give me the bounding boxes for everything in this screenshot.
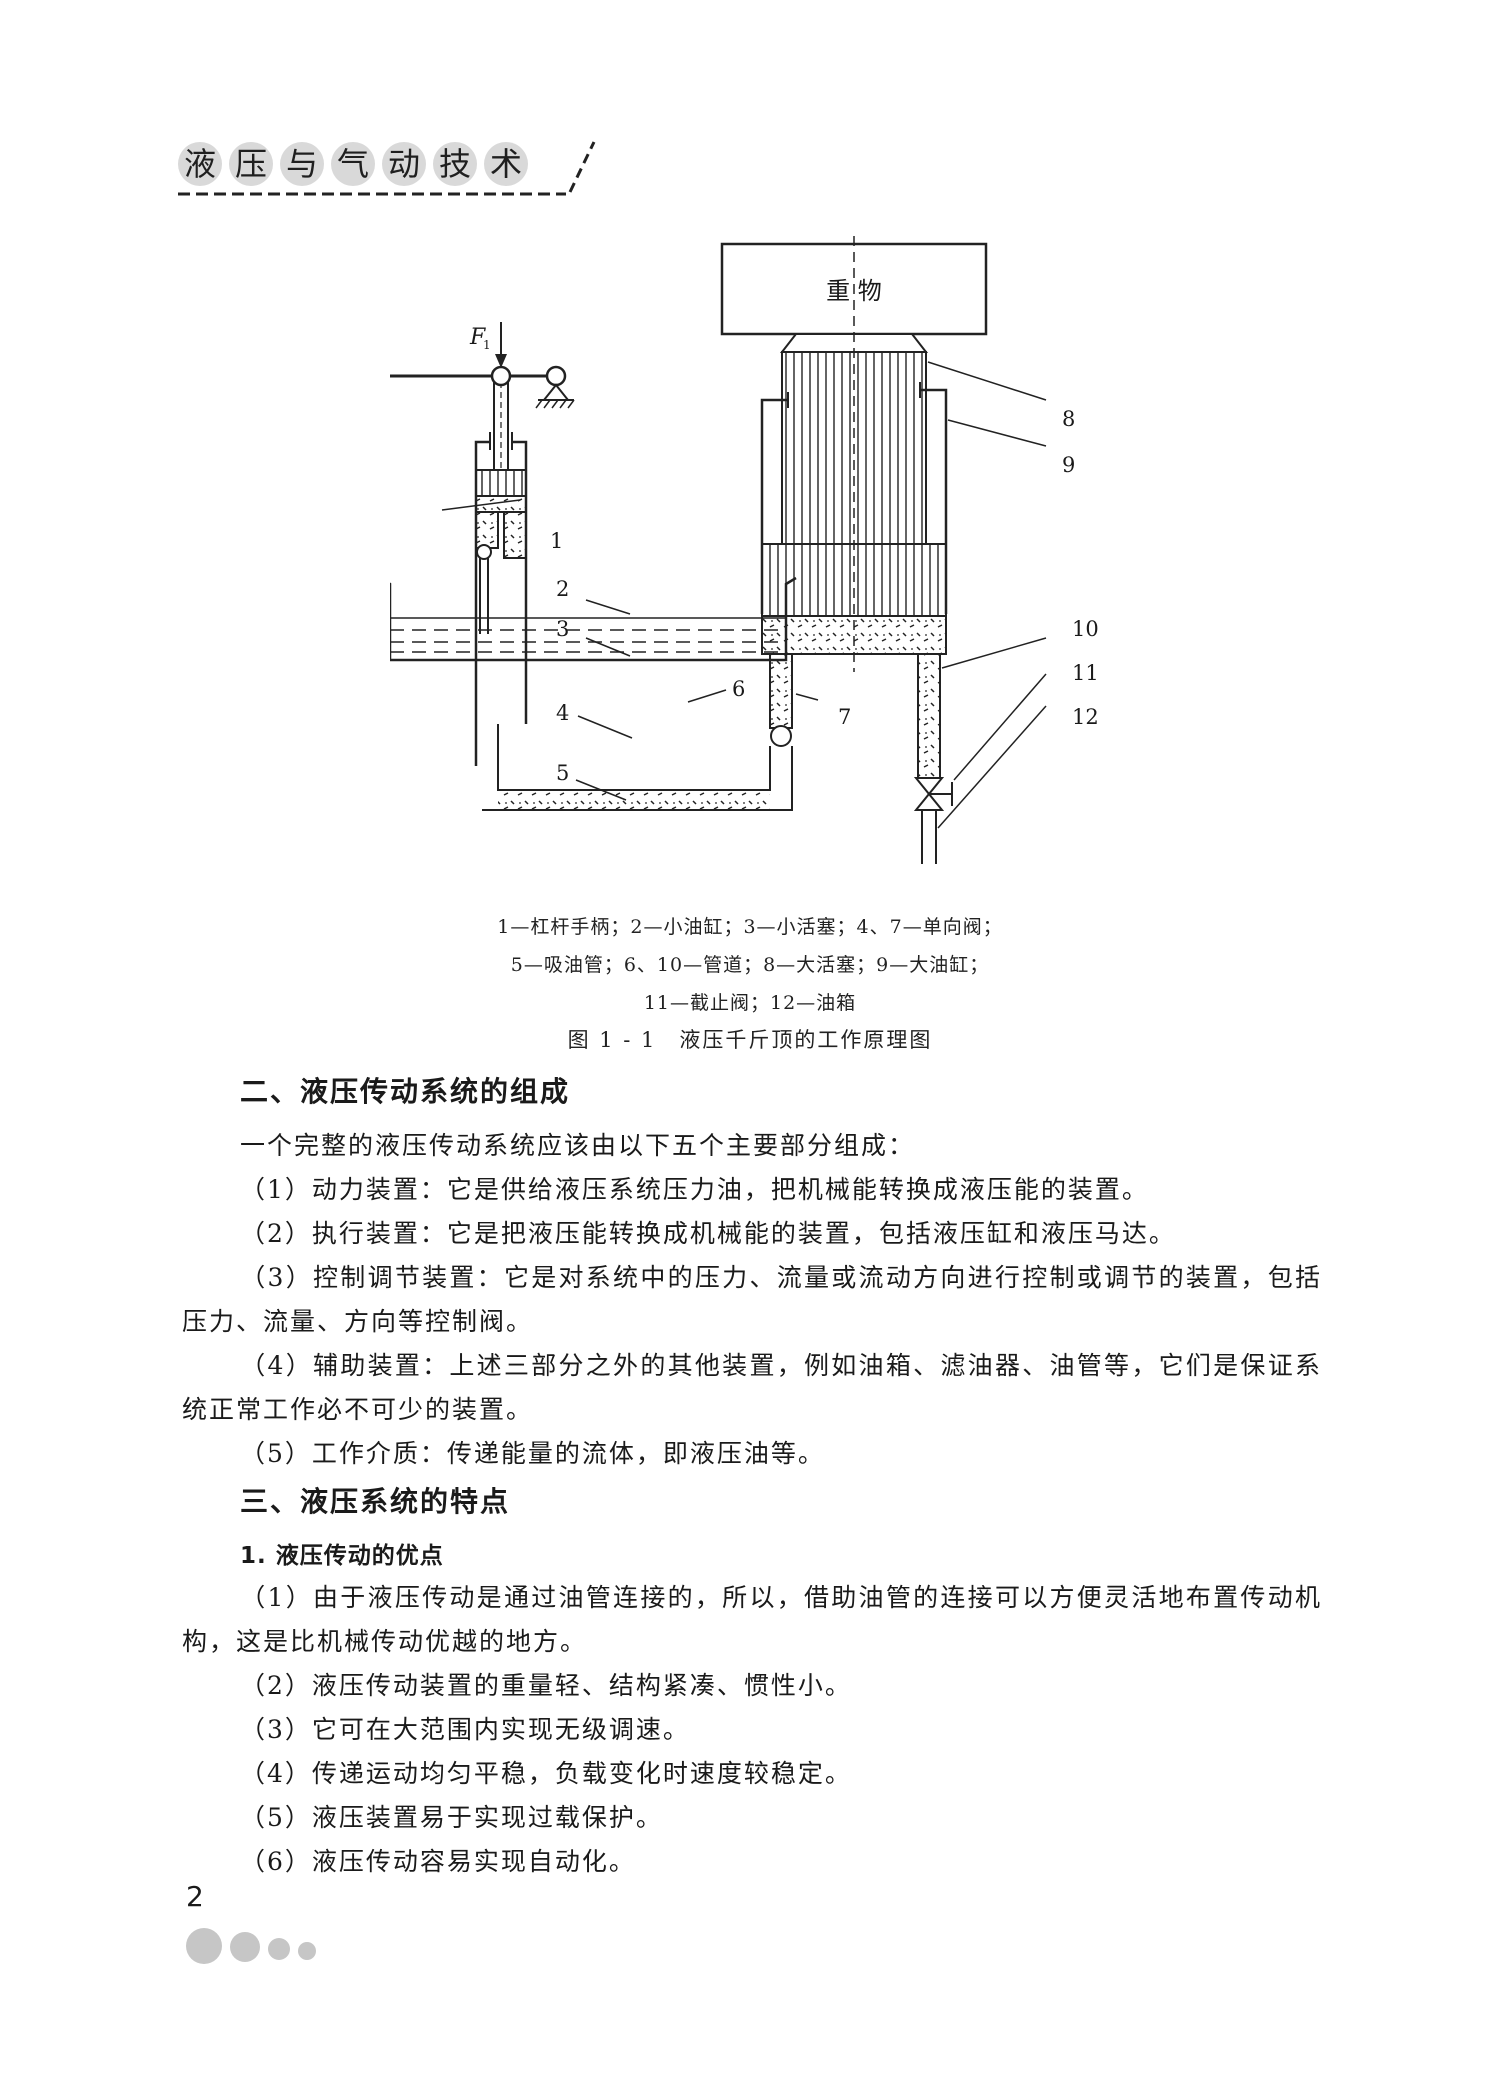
paragraph: （3）控制调节装置：它是对系统中的压力、流量或流动方向进行控制或调节的装置，包括… <box>182 1256 1322 1344</box>
book-title-char: 液 <box>178 142 222 186</box>
figure-legend-line: 1—杠杆手柄；2—小油缸；3—小活塞；4、7—单向阀； <box>497 916 1003 938</box>
paragraph-text: （2）执行装置：它是把液压能转换成机械能的装置，包括液压缸和液压马达。 <box>240 1219 1176 1248</box>
paragraph: （6）液压传动容易实现自动化。 <box>182 1840 1322 1884</box>
callout-3: 3 <box>556 617 569 641</box>
stop-valve-11 <box>913 777 945 796</box>
check-valve-4 <box>476 544 492 560</box>
paragraph: （4）传递运动均匀平稳，负载变化时速度较稳定。 <box>182 1752 1322 1796</box>
paragraph: （4）辅助装置：上述三部分之外的其他装置，例如油箱、滤油器、油管等，它们是保证系… <box>182 1344 1322 1432</box>
callout-9: 9 <box>1062 453 1075 477</box>
paragraph-text: （4）传递运动均匀平稳，负载变化时速度较稳定。 <box>240 1759 852 1788</box>
callout-11: 11 <box>1072 661 1099 685</box>
section-heading: 三、液压系统的特点 <box>240 1485 511 1518</box>
hydraulic-jack-figure: 重 物 <box>390 232 1110 892</box>
force-f1-label: F <box>469 325 486 350</box>
paragraph: （5）工作介质：传递能量的流体，即液压油等。 <box>182 1432 1322 1476</box>
paragraph: （2）液压传动装置的重量轻、结构紧凑、惯性小。 <box>182 1664 1322 1708</box>
subsection-heading: 1. 液压传动的优点 <box>240 1543 444 1569</box>
paragraph-text: （1）由于液压传动是通过油管连接的，所以，借助油管的连接可以方便灵活地布置传动机… <box>182 1583 1322 1656</box>
paragraph-text: （1）动力装置：它是供给液压系统压力油，把机械能转换成液压能的装置。 <box>240 1175 1149 1204</box>
small-cylinder-wall-left <box>474 440 490 766</box>
check-valve-7 <box>770 725 792 747</box>
callout-1: 1 <box>550 529 563 553</box>
paragraph-text: （5）液压装置易于实现过载保护。 <box>240 1803 663 1832</box>
book-title-char: 气 <box>331 142 375 186</box>
book-title-char: 术 <box>484 142 528 186</box>
paragraph: （1）由于液压传动是通过油管连接的，所以，借助油管的连接可以方便灵活地布置传动机… <box>182 1576 1322 1664</box>
paragraph: 一个完整的液压传动系统应该由以下五个主要部分组成： <box>182 1124 1322 1168</box>
paragraph-text: （6）液压传动容易实现自动化。 <box>240 1847 636 1876</box>
footer-dots-decoration <box>186 1924 326 1968</box>
figure-caption: 图 1 - 1 液压千斤顶的工作原理图 <box>567 1028 933 1052</box>
paragraph-text: （3）控制调节装置：它是对系统中的压力、流量或流动方向进行控制或调节的装置，包括… <box>182 1263 1322 1336</box>
callout-6: 6 <box>732 677 745 701</box>
book-title-char: 动 <box>382 142 426 186</box>
figure-callouts: 1 2 3 4 5 6 7 8 9 10 11 12 <box>441 407 1099 801</box>
callout-2: 2 <box>556 577 569 601</box>
paragraph-text: （5）工作介质：传递能量的流体，即液压油等。 <box>240 1439 825 1468</box>
force-f1-subscript: 1 <box>483 338 491 352</box>
paragraph-text: 一个完整的液压传动系统应该由以下五个主要部分组成： <box>240 1131 916 1160</box>
oil-tank <box>390 576 797 662</box>
callout-12: 12 <box>1072 705 1099 729</box>
header-dashed-line <box>178 141 596 196</box>
callout-8: 8 <box>1062 407 1075 431</box>
callout-4: 4 <box>556 701 569 725</box>
section-heading: 二、液压传动系统的组成 <box>240 1075 571 1108</box>
paragraph-text: （2）液压传动装置的重量轻、结构紧凑、惯性小。 <box>240 1671 852 1700</box>
book-title-char: 技 <box>433 142 477 186</box>
hydraulic-jack-diagram: 重 物 <box>390 236 1047 864</box>
figure-legend-line: 5—吸油管；6、10—管道；8—大活塞；9—大油缸； <box>510 954 990 976</box>
book-title-char: 压 <box>229 142 273 186</box>
paragraph: （2）执行装置：它是把液压能转换成机械能的装置，包括液压缸和液压马达。 <box>182 1212 1322 1256</box>
running-header: 液 压 与 气 动 技 术 <box>178 136 598 206</box>
callout-10: 10 <box>1072 617 1099 641</box>
large-cylinder-wall-left <box>760 398 788 614</box>
figure-legend-line: 11—截止阀；12—油箱 <box>643 992 857 1014</box>
paragraph: （1）动力装置：它是供给液压系统压力油，把机械能转换成液压能的装置。 <box>182 1168 1322 1212</box>
paragraph-text: （4）辅助装置：上述三部分之外的其他装置，例如油箱、滤油器、油管等，它们是保证系… <box>182 1351 1322 1424</box>
book-title: 液 压 与 气 动 技 术 <box>178 142 528 186</box>
book-title-char: 与 <box>280 142 324 186</box>
paragraph: （3）它可在大范围内实现无级调速。 <box>182 1708 1322 1752</box>
paragraph: （5）液压装置易于实现过载保护。 <box>182 1796 1322 1840</box>
callout-7: 7 <box>838 705 851 729</box>
large-cylinder-wall-right <box>920 388 948 614</box>
page-number: 2 <box>186 1880 204 1913</box>
paragraph-text: （3）它可在大范围内实现无级调速。 <box>240 1715 690 1744</box>
callout-5: 5 <box>556 761 569 785</box>
small-piston <box>475 469 527 497</box>
small-cylinder-oil <box>475 495 527 513</box>
